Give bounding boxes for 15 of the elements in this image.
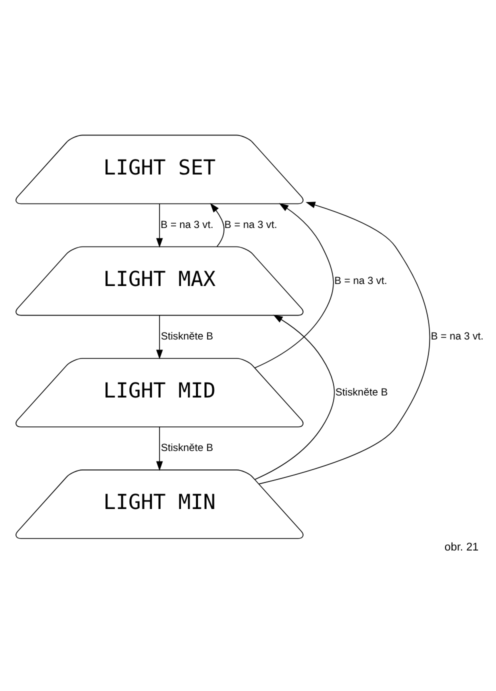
edge-label: B = na 3 vt. [430,331,484,342]
arrow [156,202,163,248]
edge-label: Stiskněte B [160,331,214,342]
edge-label: Stiskněte B [335,386,388,398]
arrow [254,202,334,368]
arrow [156,426,163,470]
arrow [156,314,163,359]
caption: obr. 21 [444,541,479,554]
arrow [258,201,430,484]
edge-label: B = na 3 vt. [160,219,214,230]
arrow [254,314,335,480]
edge-label: B = na 3 vt. [334,275,388,286]
arrow [210,202,224,246]
edge-label: B = na 3 vt. [224,219,278,230]
edge-label: Stiskněte B [160,442,214,454]
